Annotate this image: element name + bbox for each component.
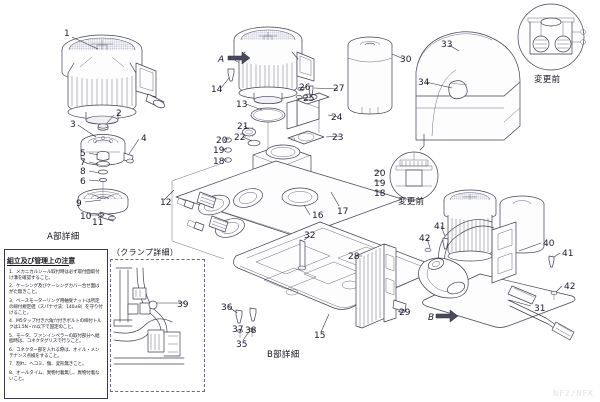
assembly-note-7: 7.割れ、ヘコミ、傷、変形無きこと。: [9, 362, 103, 368]
assembly-note-3: 3.ベースモーターリング用軸受ナットは所定の締付規定値（スパナ寸法：140±8）…: [9, 299, 103, 317]
clamp-detail-box: [110, 259, 205, 392]
section-arrow-label-a: A: [218, 55, 225, 65]
callout-37: 37: [232, 325, 244, 335]
callout-38: 38: [245, 326, 257, 336]
callout-25: 25: [303, 94, 315, 104]
callout-34: 34: [418, 78, 430, 88]
callout-33: 33: [441, 40, 453, 50]
assembly-note-text: コネクター部を入れる際は、オイル・メンテナンス点検をすること。: [9, 348, 100, 359]
callout-13: 13: [236, 100, 248, 110]
callout-10: 10: [80, 212, 92, 222]
callout-4: 4: [141, 134, 147, 144]
assembly-note-6: 6.コネクター部を入れる際は、オイル・メンテナンス点検をすること。: [9, 348, 103, 360]
assembly-note-text: 割れ、ヘコミ、傷、変形無きこと。: [16, 362, 87, 368]
assembly-note-number: 5.: [9, 333, 13, 339]
before-change-detail-center: [389, 151, 439, 201]
callout-41b: 41: [562, 249, 574, 259]
base-plate-detail-b: [233, 221, 435, 338]
callout-1: 1: [64, 29, 70, 39]
callout-12: 12: [160, 198, 172, 208]
callout-21: 21: [237, 122, 249, 132]
callout-42a: 42: [419, 234, 431, 244]
callout-35: 35: [236, 340, 248, 350]
valve-stack-center: [286, 85, 330, 145]
assembly-note-number: 3.: [9, 298, 13, 304]
assembly-note-number: 4.: [9, 319, 13, 325]
assembly-note-1: 1.メカニカルシール取付時は必ず取付面取付け溝を確認すること。: [9, 270, 103, 282]
section-arrow-a: [227, 51, 251, 65]
assembly-note-text: ベースモーターリング用軸受ナットは所定の締付規定値（スパナ寸法：140±8）を守…: [9, 298, 103, 316]
callout-8: 8: [80, 167, 86, 177]
callout-27: 27: [333, 84, 345, 94]
callout-39: 39: [177, 300, 189, 310]
callout-31: 31: [534, 304, 546, 314]
callout-41a: 41: [434, 222, 446, 232]
assembly-note-text: M5タップ付き六角穴付きボルトの締付トルクは1.5N・m以下で固定のこと。: [9, 319, 102, 331]
callout-17: 17: [337, 207, 349, 217]
callout-5: 5: [80, 149, 86, 159]
notes-underline: [7, 265, 69, 266]
callout-16: 16: [312, 211, 324, 221]
assembly-note-8: 8.オールタイム、異物付着無し、異物付着ないこと。: [9, 371, 103, 383]
right-lower-assembly: [418, 189, 576, 341]
assembly-note-number: 8.: [9, 370, 13, 376]
callout-36: 36: [221, 303, 233, 313]
callout-18: 18: [213, 157, 225, 167]
motor-cover: [415, 31, 521, 151]
motor-assembly-top-left: [61, 34, 166, 125]
callout-32: 32: [304, 231, 316, 241]
detail-a-caption: A部詳細: [47, 232, 80, 242]
detail-b-caption: B部詳細: [267, 350, 300, 360]
callout-19r: 19: [374, 179, 386, 189]
callout-19: 19: [213, 146, 225, 156]
callout-6: 6: [80, 177, 86, 187]
clamp-detail-contents: [113, 267, 185, 365]
callout-9: 9: [76, 199, 82, 209]
assembly-note-number: 2.: [9, 284, 13, 290]
callout-26: 26: [299, 83, 311, 93]
callout-23: 23: [332, 133, 344, 143]
sheet-watermark: NF2/NFK: [553, 389, 594, 398]
before-change-caption-center: 変更前: [398, 197, 425, 207]
assembly-note-number: 6.: [9, 348, 13, 353]
filter-canister: [347, 36, 393, 115]
section-arrow-label-b: B: [428, 313, 435, 323]
assembly-note-text: モータ、ファンインペラーの取付部分へ給脂時は、コネクタグリスで行うこと。: [9, 333, 100, 345]
before-change-detail-topright: [517, 3, 586, 71]
assembly-note-2: 2.ケーシング及びケーシングカバー合せ面はがた無きこと。: [9, 284, 103, 296]
assembly-notes-box: [4, 249, 108, 399]
pump-casing-center: [171, 126, 403, 260]
section-arrow-b: [435, 309, 459, 323]
callout-20r: 20: [374, 169, 386, 179]
clamp-detail-caption: （クランプ詳細）: [112, 248, 179, 257]
before-change-caption-topright: 変更前: [534, 75, 561, 85]
callout-30: 30: [400, 55, 412, 65]
callout-18r: 18: [374, 189, 386, 199]
callout-22: 22: [234, 133, 246, 143]
assembly-note-5: 5.モータ、ファンインペラーの取付部分へ給脂時は、コネクタグリスで行うこと。: [9, 334, 103, 346]
callout-28: 28: [348, 252, 360, 262]
assembly-notes-heading: 組立及び管理上の注意: [7, 257, 75, 265]
callout-11: 11: [92, 218, 104, 228]
assembly-note-text: ケーシング及びケーシングカバー合せ面はがた無きこと。: [9, 284, 100, 296]
callout-2: 2: [116, 109, 122, 119]
assembly-note-text: オールタイム、異物付着無し、異物付着ないこと。: [9, 370, 100, 382]
assembly-note-4: 4.M5タップ付き六角穴付きボルトの締付トルクは1.5N・m以下で固定のこと。: [9, 319, 103, 331]
assembly-note-number: 1.: [9, 270, 13, 275]
assembly-note-text: メカニカルシール取付時は必ず取付面取付け溝を確認すること。: [9, 270, 100, 281]
callout-20: 20: [216, 136, 228, 146]
callout-40: 40: [543, 239, 555, 249]
callout-42b: 42: [564, 282, 576, 292]
callout-14: 14: [211, 85, 223, 95]
leader-lines: [71, 36, 563, 341]
motor-assembly-center: [227, 26, 315, 162]
callout-29: 29: [399, 308, 411, 318]
callout-3: 3: [70, 120, 76, 130]
callout-15: 15: [314, 331, 326, 341]
assembly-note-number: 7.: [9, 362, 13, 368]
callout-7: 7: [80, 158, 86, 168]
callout-24: 24: [331, 113, 343, 123]
detail-a-stack: [77, 123, 134, 222]
